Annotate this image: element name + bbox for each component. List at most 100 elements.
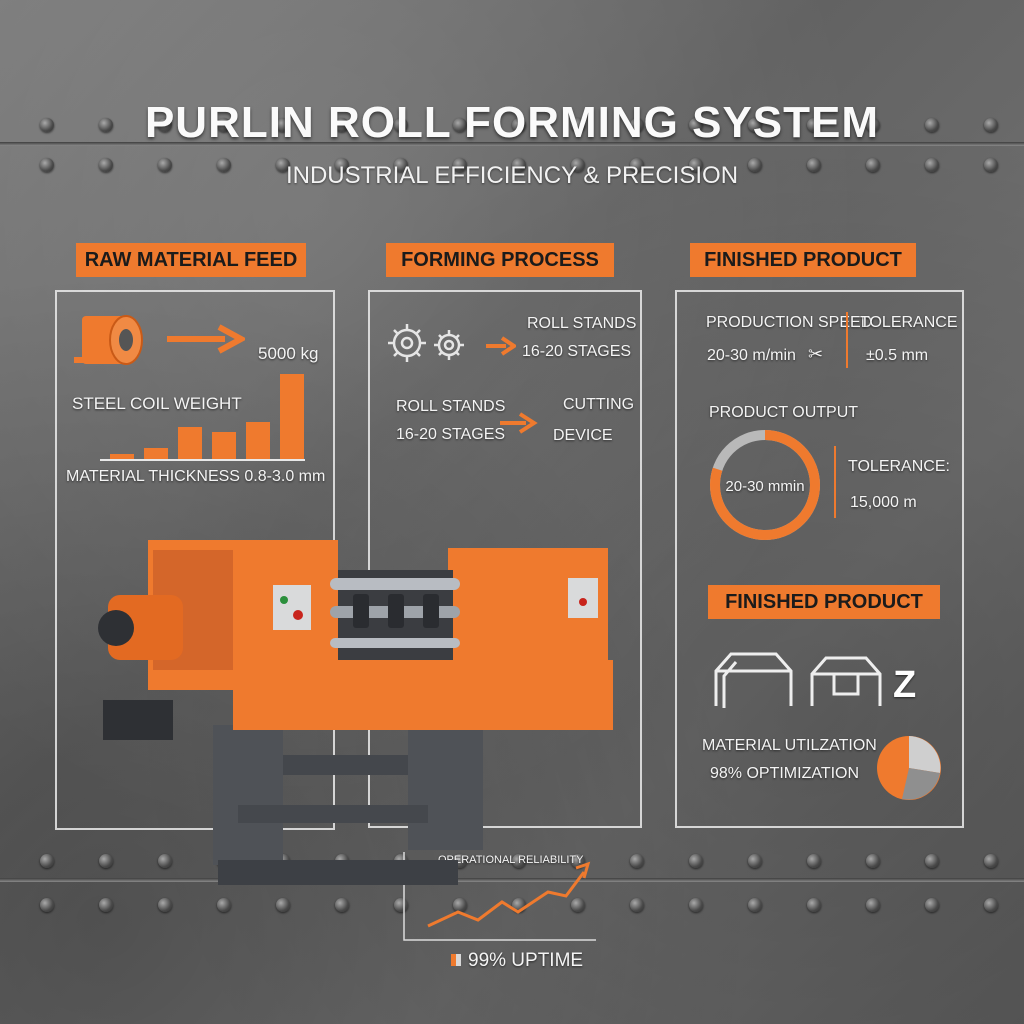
rivet [689,854,703,868]
rivet [158,854,172,868]
rivet [453,118,467,132]
coil-weight-value: 5000 kg [258,344,319,363]
thickness-label: MATERIAL THICKNESS 0.8-3.0 mm [66,468,326,485]
rivet [866,854,880,868]
rivet [512,158,526,172]
rivet [689,118,703,132]
rivet [158,118,172,132]
roll-stands-label-1: ROLL STANDS [527,315,637,332]
rivet [99,118,113,132]
rivet [99,854,113,868]
product-output-label: PRODUCT OUTPUT [709,404,859,421]
rivet [453,898,467,912]
stages-label-1: 16-20 STAGES [522,343,632,360]
steel-coil-icon [74,315,143,365]
rivet [40,854,54,868]
rivet [40,118,54,132]
rivet [866,898,880,912]
rivet [630,158,644,172]
roll-stands-label-2: ROLL STANDS [396,398,506,415]
rivet [571,898,585,912]
thickness-bar [280,374,304,459]
rivet [571,854,585,868]
rivet [925,898,939,912]
rivet [630,118,644,132]
rivet [984,898,998,912]
production-speed-label: PRODUCTION SPEED [706,314,873,331]
optimization-label: 98% OPTIMIZATION [710,765,860,782]
donut-value: 20-30 mmin [725,478,805,495]
rivet [158,898,172,912]
rivet [630,854,644,868]
rivet [40,158,54,172]
rivet [866,118,880,132]
top-rail [0,142,1024,146]
tolerance-value: ±0.5 mm [866,347,929,364]
rivet [217,118,231,132]
thickness-bar [246,422,270,459]
forming-panel [368,290,642,828]
finished-product-tag-2: FINISHED PRODUCT [708,585,940,619]
utilization-pie-chart [877,736,941,800]
rivet [571,118,585,132]
rivet [807,158,821,172]
bottom-rail [0,878,1024,882]
roll-forming-machine [98,540,613,885]
thickness-bar [212,432,236,459]
rivet [807,118,821,132]
rivet [158,158,172,172]
device-label: DEVICE [553,427,613,444]
rivet [689,898,703,912]
rivet [335,898,349,912]
rivet [807,898,821,912]
rivet [99,898,113,912]
rivet [748,158,762,172]
reliability-label: OPERATIONAL RELIABILITY [438,854,584,866]
cutting-arrow-icon [500,412,538,434]
rivet [99,158,113,172]
output-value: 15,000 m [850,494,917,511]
rivet [276,898,290,912]
rivet [40,898,54,912]
material-utilization-label: MATERIAL UTILZATION [702,737,877,754]
output-divider [834,446,836,518]
rivet [217,898,231,912]
bar-baseline [100,459,305,461]
rivet [335,118,349,132]
output-donut-chart [710,430,820,540]
rivet [335,158,349,172]
page-subtitle: INDUSTRIAL EFFICIENCY & PRECISION [285,162,739,189]
z-purlin-label: Z [893,664,917,706]
uptime-label: 99% UPTIME [468,950,584,971]
page-title: PURLIN ROLL FORMING SYSTEM [144,98,880,147]
rivet [748,854,762,868]
rivet [748,898,762,912]
tolerance-label: TOLERANCE [860,314,958,331]
forming-process-tag: FORMING PROCESS [386,243,614,277]
coil-weight-label: STEEL COIL WEIGHT [72,394,242,413]
rivet [689,158,703,172]
scissors-icon: ✂ [808,344,824,364]
speed-divider [846,312,848,368]
tolerance2-label: TOLERANCE: [848,458,950,475]
rivet [394,118,408,132]
raw-material-tag: RAW MATERIAL FEED [76,243,306,277]
uptime-legend-gray [456,954,461,966]
finished-product-tag: FINISHED PRODUCT [690,243,916,277]
rivet [512,854,526,868]
rivet [807,854,821,868]
gears-icon [388,324,464,362]
rivet [925,854,939,868]
thickness-bar [178,427,202,459]
production-speed-value: 20-30 m/min [707,347,796,364]
u-purlin-icon [810,656,882,706]
rivet [984,158,998,172]
rivet [630,898,644,912]
process-arrow-icon [486,336,516,356]
rivet [748,118,762,132]
rivet [571,158,585,172]
rivet [984,854,998,868]
rivet [512,118,526,132]
thickness-bar [144,448,168,459]
